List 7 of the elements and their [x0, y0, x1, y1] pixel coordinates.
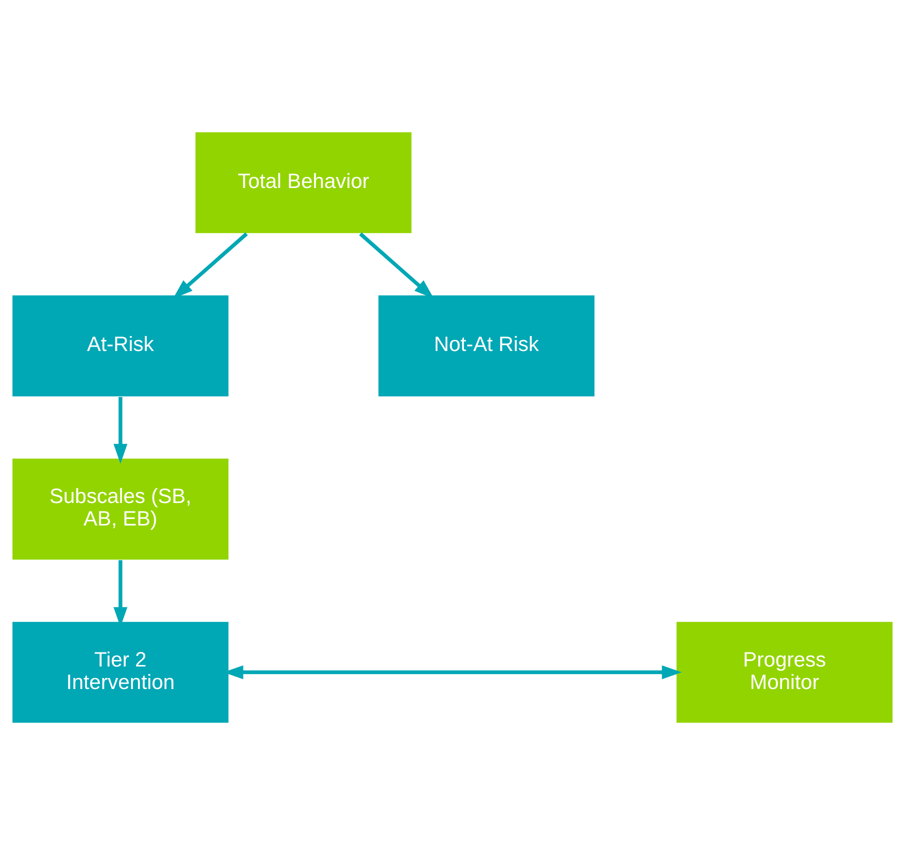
node-box: Not-At Risk: [378, 294, 596, 398]
node-box: Tier 2 Intervention: [12, 620, 230, 724]
node-box: At-Risk: [12, 294, 230, 398]
node-box: Subscales (SB, AB, EB): [12, 458, 230, 560]
arrow: [114, 397, 128, 464]
node-box: Progress Monitor: [676, 620, 894, 724]
node-box: Total Behavior: [194, 131, 412, 234]
